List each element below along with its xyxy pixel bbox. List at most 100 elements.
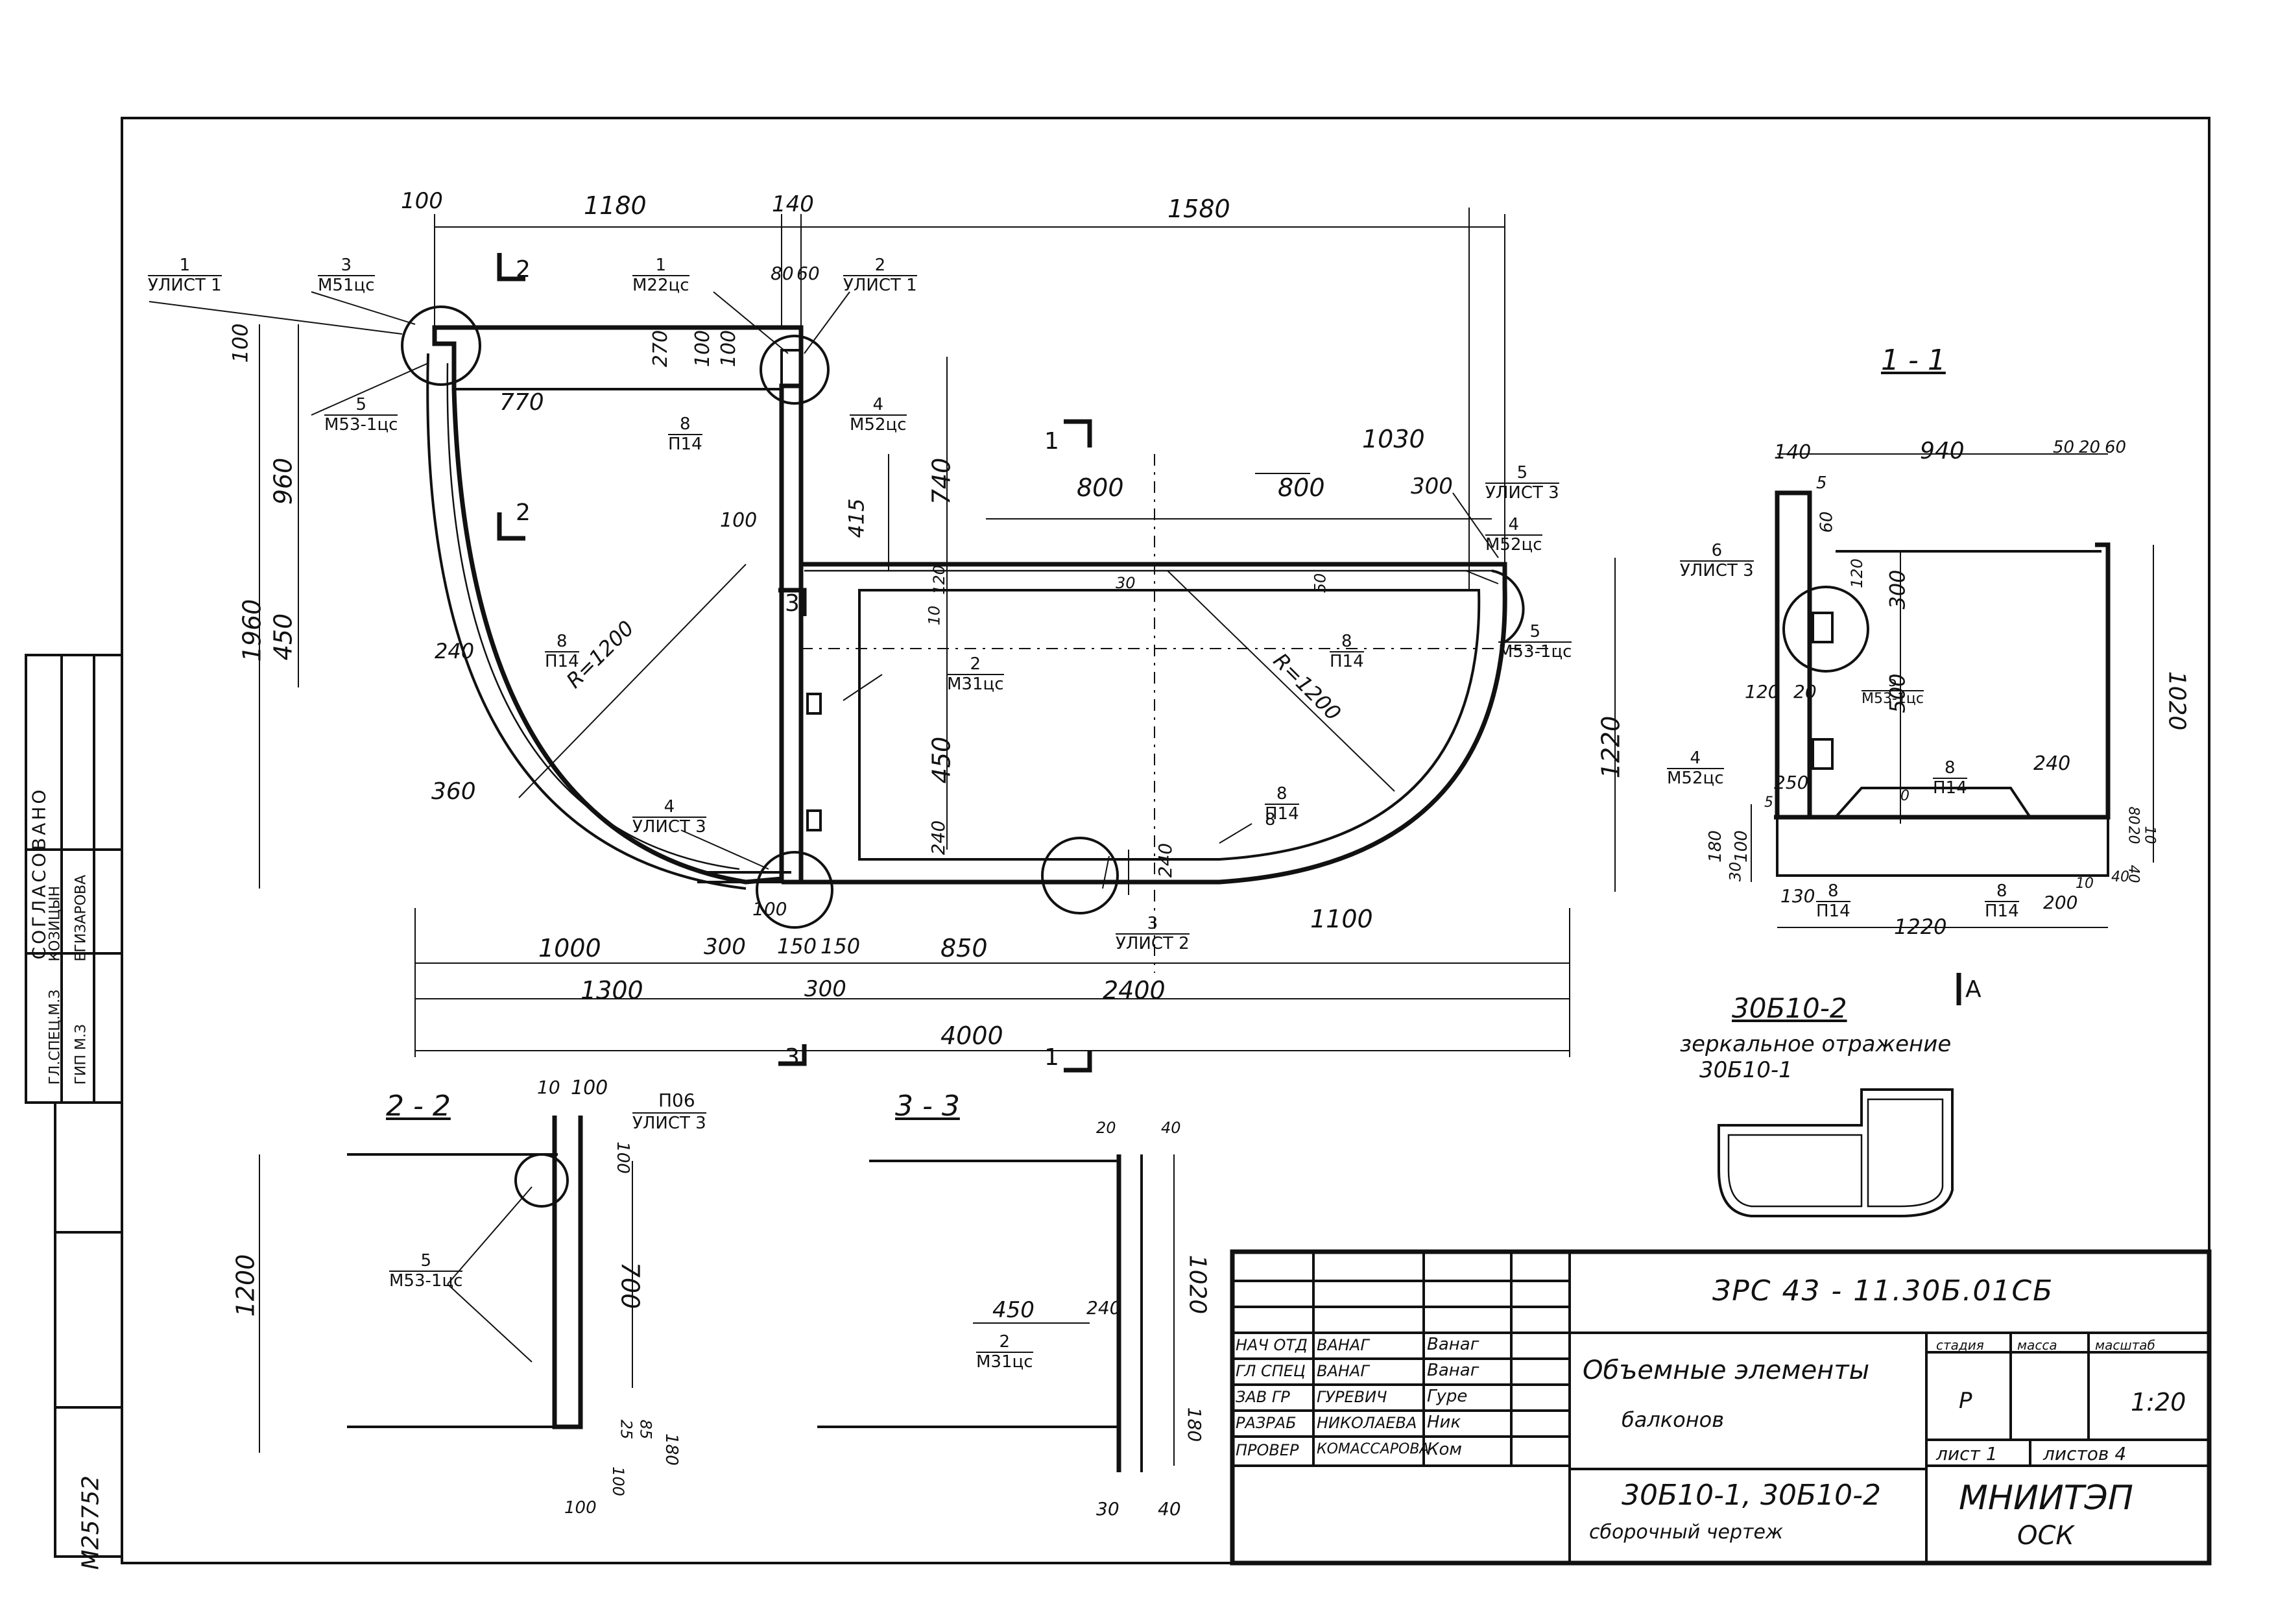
dim-150-b: 150 [820,934,861,959]
s11-dim-240: 240 [2033,752,2071,775]
drawing-name-2: сборочный чертеж [1589,1521,1783,1544]
dim-360: 360 [431,778,476,805]
stamp-inventory: М25752 [77,1475,104,1570]
dim-1100: 1100 [1310,905,1373,933]
s11-dim-250: 250 [1774,772,1809,793]
section-2-2-title: 2 - 2 [386,1090,451,1123]
s11-dim-20: 20 [2079,438,2101,457]
s11-dim-10: 10 [2076,876,2094,892]
dim-1000: 1000 [538,934,601,962]
dim-770: 770 [499,389,544,416]
dim-120: 120 [929,565,948,595]
left-approval-stamp [25,654,123,1558]
sheet-number: лист 1 [1936,1443,1998,1464]
person-role-4: РАЗРАБ [1236,1414,1297,1432]
s11-dim-5: 5 [1816,473,1827,493]
s22-dim-180: 180 [661,1433,681,1466]
s11-dim-50: 50 [2053,438,2075,457]
stamp-name-1: КОЗИЦЫН [47,885,64,962]
dim-30: 30 [1116,574,1136,592]
section-2-2 [259,1116,633,1453]
s11-dim-80: 80 [2125,806,2142,825]
stage-label: стадия [1936,1337,1984,1353]
s11-dim-20b: 20 [1793,681,1817,702]
s22-dim-100: 100 [571,1077,608,1099]
s22-dim-700: 700 [616,1261,645,1309]
detail-circle-2 [760,335,830,405]
variant-code: 30Б10-2 [1732,992,1847,1024]
person-sign-2: Ванаг [1427,1361,1479,1380]
s11-dim-60b: 60 [1817,511,1837,533]
person-name-2: ВАНАГ [1317,1362,1369,1380]
dim-10: 10 [925,605,944,626]
s11-dim-40b: 40 [2125,865,2142,883]
s33-dim-40b: 40 [1158,1498,1181,1520]
s11-dim-10b: 10 [2141,826,2158,844]
dim-140-top: 140 [772,191,814,217]
person-role-5: ПРОВЕР [1236,1441,1299,1459]
stamp-role-1: ГЛ.СПЕЦ.М.З [47,989,64,1085]
dim-1180: 1180 [584,191,647,220]
s22-dim-100d: 100 [608,1466,627,1496]
dim-740: 740 [927,457,956,505]
person-role-2: ГЛ СПЕЦ [1236,1362,1306,1380]
s22-dim-10: 10 [537,1077,560,1098]
s11-dim-5b: 5 [1764,794,1773,811]
s33-dim-240: 240 [1086,1297,1121,1319]
dim-60: 60 [796,263,820,284]
s11-dim-180: 180 [1705,830,1725,863]
dim-50: 50 [1311,573,1330,593]
title-line-1: Объемные элементы [1583,1355,1870,1385]
dim-240-bottom: 240 [1155,842,1177,878]
detail-circle-1 [401,305,481,386]
dim-450-inner: 450 [927,736,956,784]
dim-240-inner: 240 [928,820,950,855]
section-mark-3-bottom: 3 [785,1044,800,1071]
s33-dim-180: 180 [1184,1407,1206,1442]
stamp-name-2: ЕГИЗАРОВА [73,874,90,962]
dim-1300: 1300 [581,976,643,1005]
s11-dim-300: 300 [1885,569,1910,610]
dim-1580: 1580 [1167,195,1230,223]
s11-dim-120: 120 [1847,558,1866,588]
dim-800-b: 800 [1278,473,1325,502]
dim-415: 415 [844,498,869,538]
person-sign-1: Ванаг [1427,1335,1479,1354]
callout-p14-far: 8 [1265,810,1276,830]
mass-label: масса [2017,1337,2057,1353]
s33-dim-1020: 1020 [1184,1254,1211,1315]
dim-850: 850 [940,934,988,962]
section-3-3 [817,1154,1175,1472]
s33-dim-450: 450 [992,1297,1035,1323]
person-role-3: ЗАВ ГР [1236,1388,1290,1406]
variant-note-1: зеркальное отражение [1680,1031,1952,1057]
person-sign-3: Гуре [1427,1387,1468,1406]
person-name-1: ВАНАГ [1317,1336,1369,1354]
section-1-1-title: 1 - 1 [1881,344,1946,377]
s11-dim-60: 60 [2105,438,2127,457]
plan-view [149,208,1616,1073]
dim-100-vert-a: 100 [691,329,715,368]
s22-dim-100c: 100 [564,1498,597,1518]
dim-100-vert-b: 100 [717,329,741,368]
s11-dim-20c: 20 [2125,826,2142,844]
dim-270: 270 [649,329,673,368]
section-mark-3-top: 3 [785,590,800,617]
dim-100-inner: 100 [720,509,758,532]
s22-dim-100b: 100 [612,1141,632,1174]
s11-dim-0: 0 [1900,788,1910,804]
person-sign-5: Ком [1427,1440,1462,1459]
